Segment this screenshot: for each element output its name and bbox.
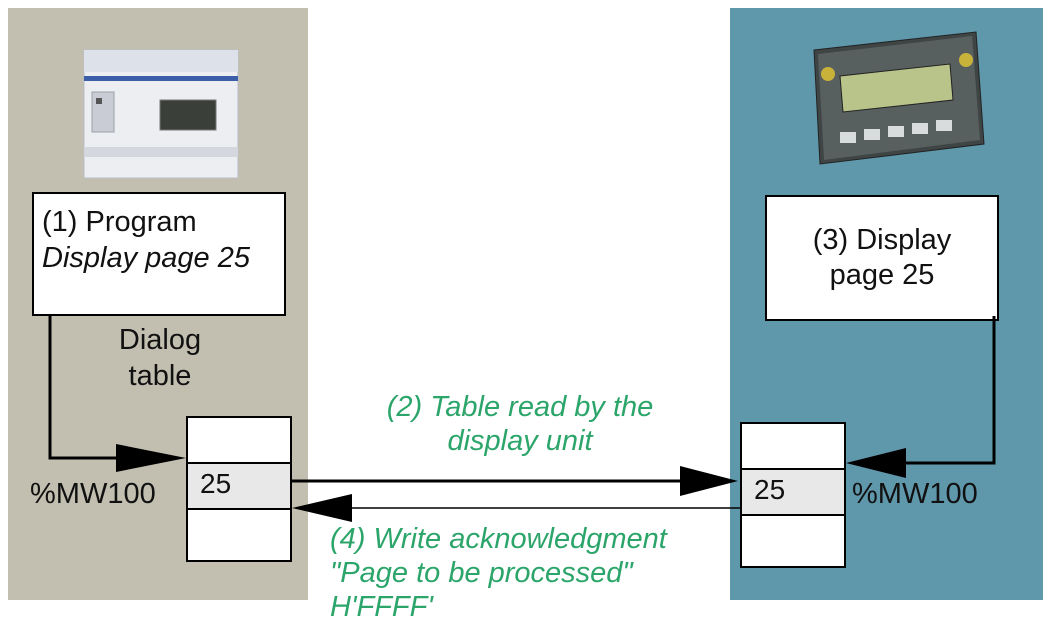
write-note-line2: "Page to be processed" [330,557,633,589]
read-note: (2) Table read by the display unit [386,391,654,457]
table-cell [742,424,844,470]
arrowhead-write-ack [292,494,352,522]
program-box: (1) Program Display page 25 [32,192,286,316]
display-terminal-icon [813,31,985,165]
write-note-line1: (4) Write acknowledgment [330,523,667,555]
program-instruction: Display page 25 [42,242,250,274]
arrowhead-program-to-table [116,444,186,472]
arrow-program-to-table [48,316,168,460]
register-label-left: %MW100 [30,478,156,510]
write-note-line3: H'FFFF' [330,591,433,623]
table-cell-value-left: 25 [188,464,290,510]
write-note: (4) Write acknowledgment "Page to be pro… [330,522,730,624]
plc-controller-icon [83,49,239,179]
display-box: (3) Display page 25 [765,195,999,321]
table-cell-value-right: 25 [742,470,844,516]
arrowhead-display-to-table [846,448,906,478]
arrowhead-read [680,466,738,496]
program-title: (1) Program [42,206,197,238]
register-label-right: %MW100 [852,478,978,510]
dialog-table-right: 25 [740,422,846,568]
arrow-display-to-table [868,316,996,465]
dialog-table-label: Dialog table [118,324,202,392]
display-box-text: (3) Display page 25 [812,224,952,291]
table-cell [188,418,290,464]
dialog-table-left: 25 [186,416,292,562]
